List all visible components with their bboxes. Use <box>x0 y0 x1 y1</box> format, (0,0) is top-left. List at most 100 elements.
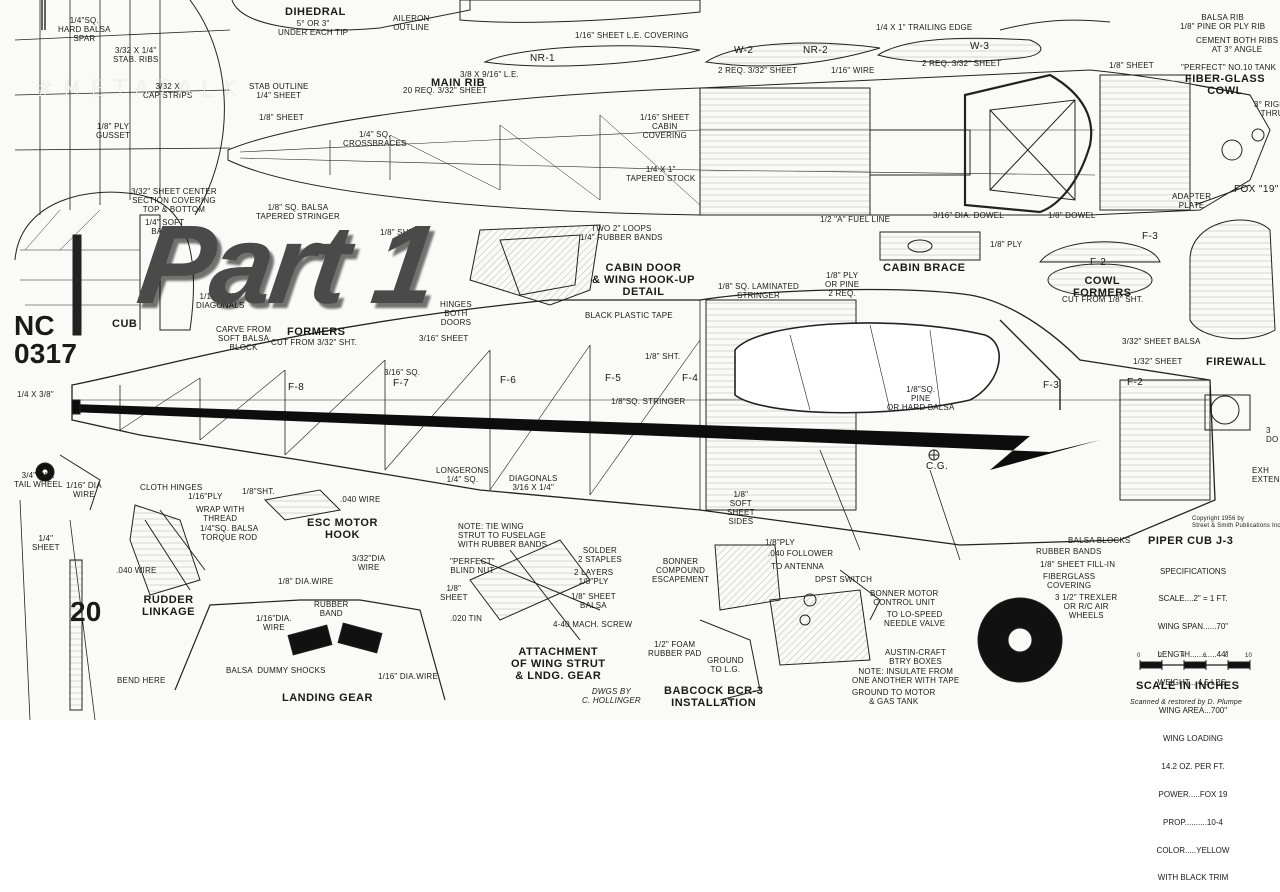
tail-wheel-label: 3/4" DIA. TAIL WHEEL <box>14 471 63 489</box>
wrap-thread-label: WRAP WITH THREAD <box>196 505 245 523</box>
needle-valve-label: TO LO-SPEED NEEDLE VALVE <box>884 610 946 628</box>
cabin-door-label: CABIN DOOR & WING HOOK-UP DETAIL <box>592 262 695 298</box>
wire-18-label: 1/8" DIA.WIRE <box>278 577 334 586</box>
ground-lg-label: GROUND TO L.G. <box>707 656 744 674</box>
cabin-covering-label: 1/16" SHEET CABIN COVERING <box>640 113 690 140</box>
hinges-label: HINGES BOTH DOORS <box>440 300 472 327</box>
w2-req-label: 2 REQ. 3/32" SHEET <box>718 66 798 75</box>
sht-18b-label: 1/8" SHT. <box>645 352 681 361</box>
laminated-stringer-label: 1/8" SQ. LAMINATED STRINGER <box>718 282 799 300</box>
w2-label: W-2 <box>734 45 754 56</box>
sheet-132-label: 1/32" SHEET <box>1133 357 1183 366</box>
wire-332-label: 3/32"DIA WIRE <box>352 554 386 572</box>
former-f6: F-6 <box>500 375 517 386</box>
wire-label: 1/16" WIRE <box>831 66 875 75</box>
former-f2: F-2 <box>1127 377 1144 388</box>
insulate-note: NOTE: INSULATE FROM ONE ANOTHER WITH TAP… <box>852 667 960 685</box>
diagonals-316-label: 1/16 X 3/8" DIAGONALS <box>196 292 245 310</box>
scale-tick: 8 <box>1225 653 1229 659</box>
ply-layers-label: 2 LAYERS 1/8"PLY <box>574 568 614 586</box>
spec-line: WING LOADING <box>1162 733 1223 743</box>
soft-balsa-label: 1/4" SOFT BALSA <box>145 218 185 236</box>
le-covering-label: 1/16" SHEET L.E. COVERING <box>575 31 689 40</box>
tapered-stock-label: 1/4 X 1" TAPERED STOCK <box>626 165 696 183</box>
tail-number-fragment: 20 <box>70 596 102 627</box>
crossbraces-label: 1/4" SQ. CROSSBRACES <box>343 130 407 148</box>
sheet-14-label: 1/4" SHEET <box>32 534 60 552</box>
fiberglass-covering-label: FIBERGLASS COVERING <box>1043 572 1096 590</box>
main-rib-req: 20 REQ. 3/32" SHEET <box>403 86 488 95</box>
ply-18b-label: 1/8"PLY <box>765 538 795 547</box>
former-f8: F-8 <box>288 382 305 393</box>
diagonals-label: DIAGONALS 3/16 X 1/4" <box>509 474 558 492</box>
babcock-label: BABCOCK BCR-3 INSTALLATION <box>664 685 764 709</box>
w3-req-label: 2 REQ. 3/32" SHEET <box>922 59 1002 68</box>
bonner-control-label: BONNER MOTOR CONTROL UNIT <box>870 589 939 607</box>
btry-boxes-label: AUSTIN-CRAFT BTRY BOXES <box>885 648 947 666</box>
spec-line: WEIGHT....4.5 LBS. <box>1157 678 1229 688</box>
trailing-edge-label: 1/4 X 1" TRAILING EDGE <box>876 23 973 32</box>
edge-fragment: 3 DO <box>1266 426 1279 444</box>
pine-balsa-label: 1/8"SQ. PINE OR HARD BALSA <box>887 385 955 412</box>
scale-tick: 10 <box>1245 653 1253 659</box>
fuel-line-label: 1/2 "A" FUEL LINE <box>820 215 891 224</box>
former-f7: F-7 <box>393 378 410 389</box>
dowel-316-label: 3/16" DIA. DOWEL <box>933 211 1004 220</box>
cap-strips-label: 3/32 X CAP STRIPS <box>143 82 193 100</box>
longerons-label: LONGERONS 1/4" SQ. <box>436 466 489 484</box>
w3-label: W-3 <box>970 41 990 52</box>
stab-ribs-label: 3/32 X 1/4" STAB. RIBS <box>113 46 159 64</box>
attachment-label: ATTACHMENT OF WING STRUT & LNDG. GEAR <box>511 646 606 682</box>
cabin-brace-label: CABIN BRACE <box>883 262 966 274</box>
sheet-balsa-label: 1/8" SHEET BALSA <box>571 592 616 610</box>
cut-332-label: CUT FROM 3/32" SHT. <box>271 338 358 347</box>
fuselage-sheet-label: 1/8" SHEET <box>259 113 304 122</box>
wire-116b-label: 1/16"DIA. WIRE <box>256 614 292 632</box>
scale-tick: 4 <box>1181 653 1185 659</box>
sheet-332-label: 3/32" SHEET BALSA <box>1122 337 1201 346</box>
nr2-label: NR-2 <box>803 45 828 56</box>
sq-316-label: 3/16" SQ. <box>384 368 421 377</box>
registration-nc: NC <box>14 310 55 341</box>
former-f3: F-3 <box>1043 380 1060 391</box>
ply-116-label: 1/16"PLY <box>188 492 223 501</box>
scale-tick: 2 <box>1159 653 1163 659</box>
tin-label: .020 TIN <box>450 614 483 623</box>
cg-label: C.G. <box>926 461 949 472</box>
spec-line: LENGTH............44" <box>1157 650 1229 660</box>
follower-label: .040 FOLLOWER <box>768 549 834 558</box>
ply-pine-label: 1/8" PLY OR PINE 2 REQ. <box>825 271 860 298</box>
cowl-label: FIBER-GLASS COWL <box>1185 73 1266 97</box>
bonner-escape-label: BONNER COMPOUND ESCAPEMENT <box>652 557 710 584</box>
sht-18c-label: 1/8"SHT. <box>242 487 275 496</box>
sheet-316-label: 3/16" SHEET <box>419 334 469 343</box>
spar-label: 1/4"SQ. HARD BALSA SPAR <box>58 16 111 43</box>
sheet-fill-label: 1/8" SHEET FILL-IN <box>1040 560 1116 569</box>
rubber-bands-label: RUBBER BANDS <box>1036 547 1102 556</box>
tie-wing-note: NOTE: TIE WING STRUT TO FUSELAGE WITH RU… <box>458 522 548 549</box>
sheet-sides-label: 1/8" SOFT SHEET SIDES <box>727 490 755 526</box>
loops-label: TWO 2" LOOPS 1/4" RUBBER BANDS <box>580 224 663 242</box>
wire-116-label: 1/16" DIA WIRE <box>66 481 102 499</box>
scanned-credit: Scanned & restored by D. Plumpe <box>1130 699 1243 706</box>
nr1-label: NR-1 <box>530 53 555 64</box>
solder-staples-label: SOLDER 2 STAPLES <box>578 546 622 564</box>
balsa-rib-label: BALSA RIB 1/8" PINE OR PLY RIB <box>1180 13 1266 31</box>
le-label: 3/8 X 9/16" L.E. <box>460 70 519 79</box>
perfect-tank-label: "PERFECT" NO.10 TANK <box>1181 63 1277 72</box>
torque-rod-label: 1/4"SQ. BALSA TORQUE ROD <box>200 524 259 542</box>
stringer-label: 1/8"SQ. STRINGER <box>611 397 686 406</box>
sheet-18d-label: 1/8" SHEET <box>440 584 468 602</box>
rubber-band-label: RUBBER BAND <box>314 600 349 618</box>
esc-hook-label: ESC MOTOR HOOK <box>307 517 378 541</box>
wire-040b-label: .040 WIRE <box>340 495 381 504</box>
cement-ribs-label: CEMENT BOTH RIBS AT 3° ANGLE <box>1196 36 1279 54</box>
cub-badge: CUB <box>112 318 138 330</box>
scale-inches-label: SCALE IN INCHES <box>1136 680 1240 692</box>
spec-line: WING AREA...700" <box>1158 706 1228 716</box>
foam-pad-label: 1/2" FOAM RUBBER PAD <box>648 640 702 658</box>
spec-line: COLOR.....YELLOW <box>1156 845 1230 855</box>
spec-line: WITH BLACK TRIM <box>1157 873 1229 883</box>
sheet-top-label: 1/8" SHEET <box>1109 61 1154 70</box>
black-tape-label: BLACK PLASTIC TAPE <box>585 311 673 320</box>
